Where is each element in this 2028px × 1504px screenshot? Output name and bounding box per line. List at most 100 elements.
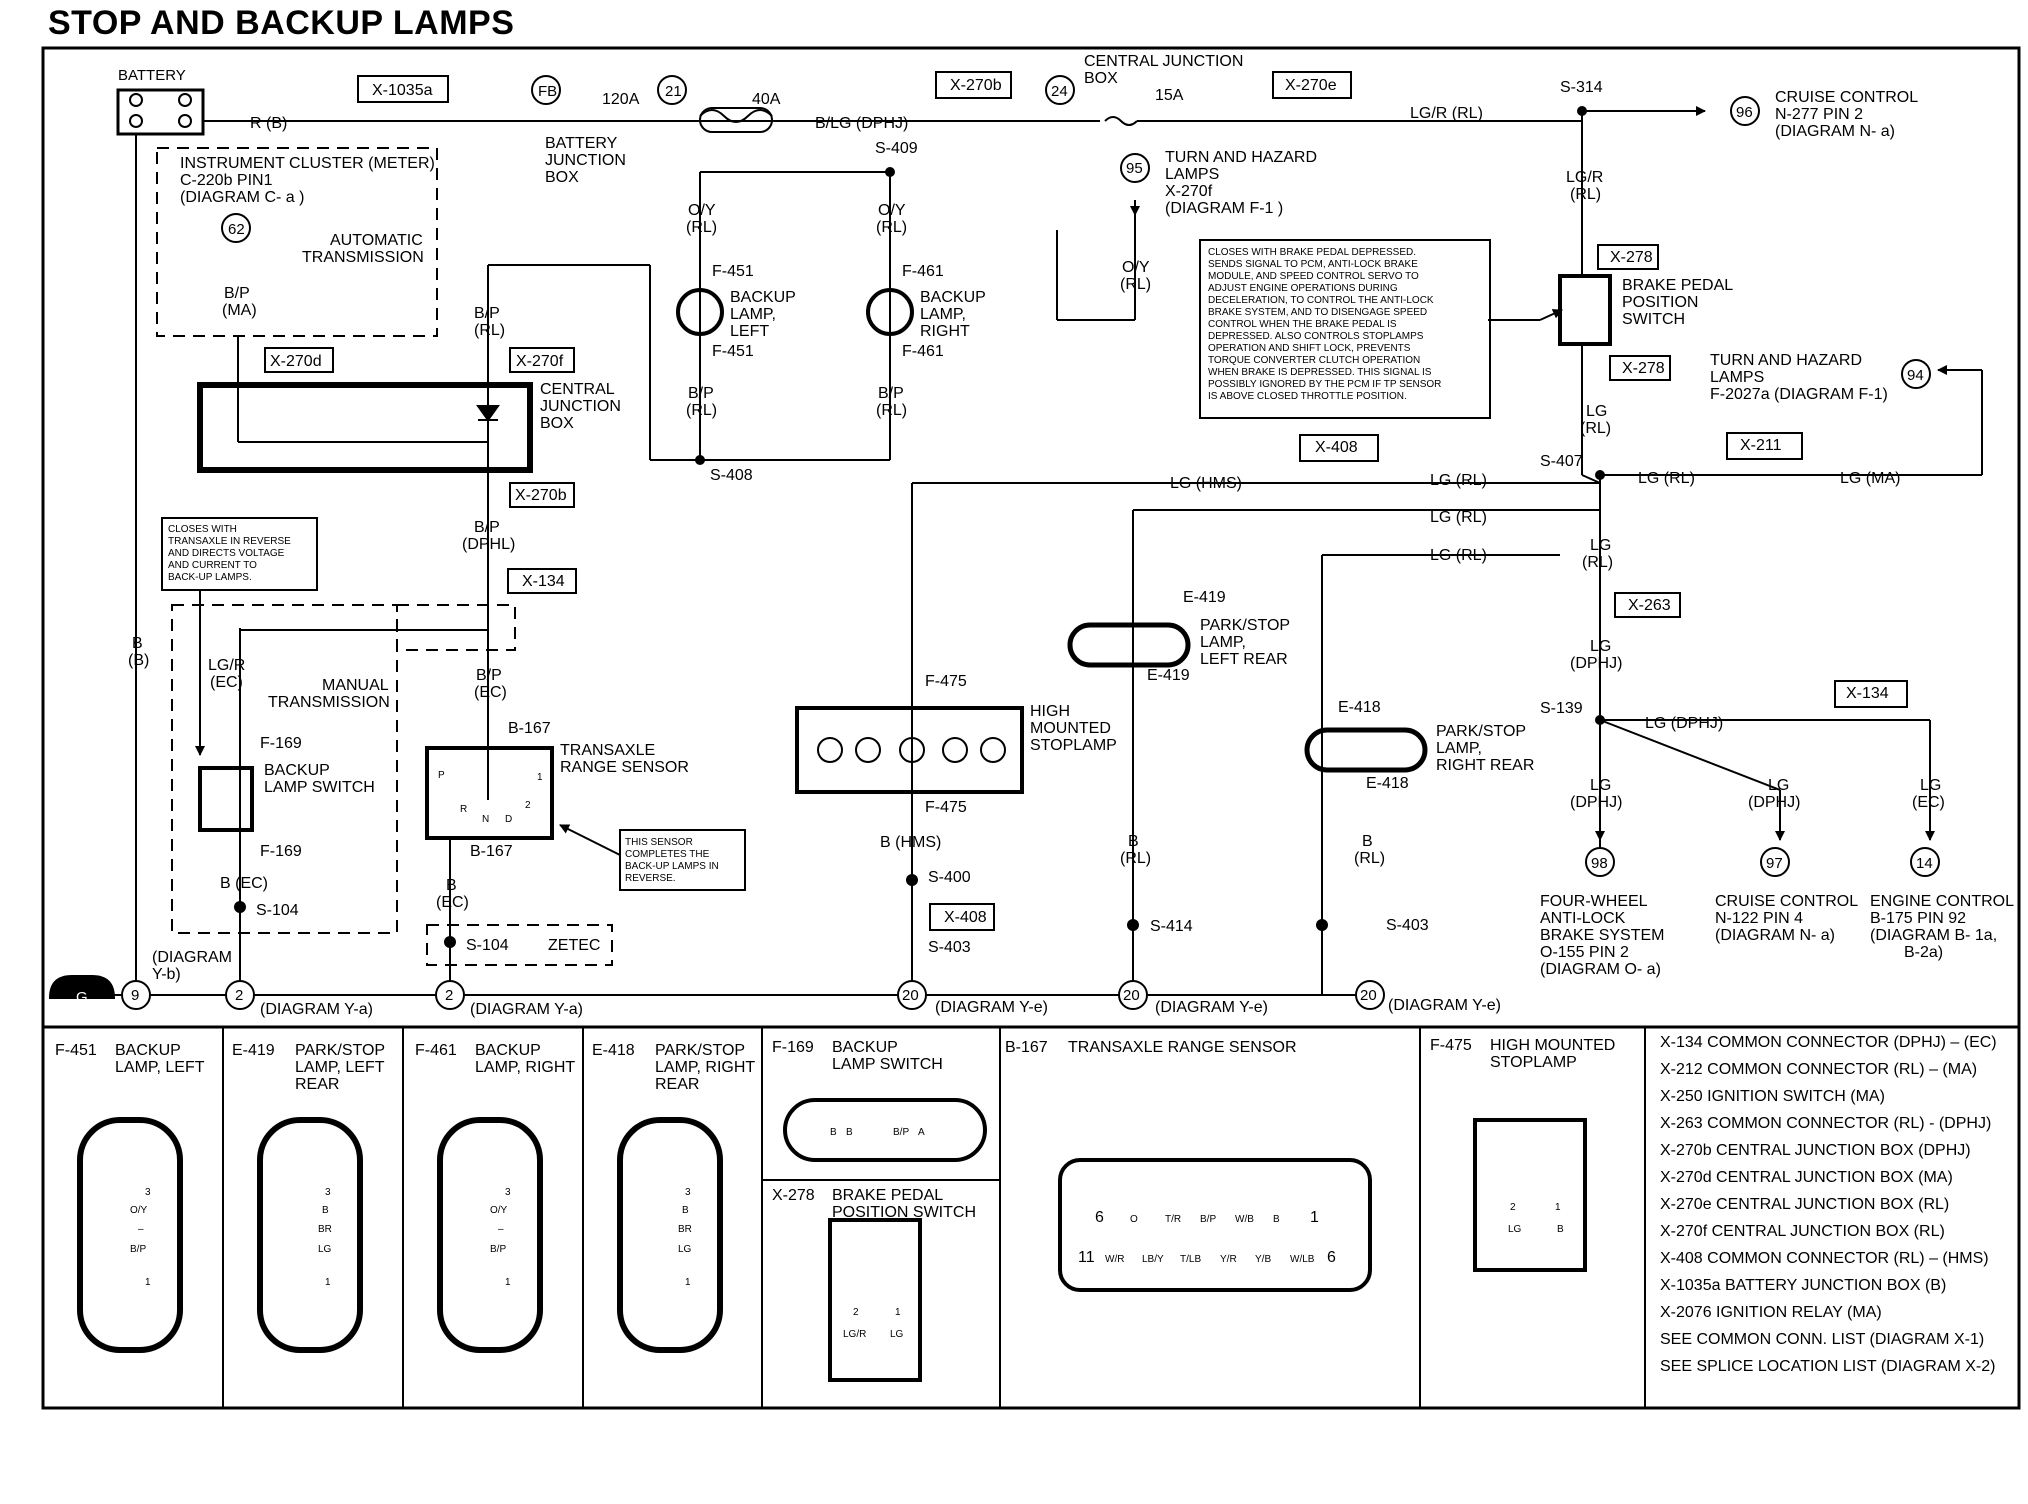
pin-f475-b: F-475 (925, 799, 967, 816)
f451-pin-oy: O/Y (130, 1205, 148, 1216)
ground-g-label: G (76, 989, 88, 1006)
splice-s403-b: S-403 (1386, 917, 1429, 934)
legend-e418-code: E-418 (592, 1042, 635, 1059)
ground-20-c: 20 (1360, 987, 1377, 1004)
wire-bp-rl3-2: (RL) (876, 402, 907, 419)
note-brake-10: TORQUE CONVERTER CLUTCH OPERATION (1208, 355, 1420, 366)
ground-2-a: 2 (235, 987, 243, 1004)
backup-lamp-left-symbol (676, 288, 724, 336)
range-pin-n: N (482, 814, 489, 825)
park-stop-left-3: LEFT REAR (1200, 651, 1288, 668)
high-mounted-stoplamp-symbol (795, 706, 1024, 794)
wire-bp-ec-2: (EC) (474, 684, 507, 701)
note-backup-4: AND CURRENT TO (168, 560, 257, 571)
conn-list-7: X-270e CENTRAL JUNCTION BOX (RL) (1660, 1196, 1949, 1213)
pin-f451-a: F-451 (712, 263, 754, 280)
instrument-cluster-2: C-220b PIN1 (180, 172, 273, 189)
x278-pin-2: 2 (853, 1307, 859, 1318)
legend-b167-bot-right: 6 (1327, 1249, 1336, 1266)
wire-bp-dphl-2: (DPHL) (462, 536, 515, 553)
circle-94: 94 (1907, 367, 1924, 384)
wire-bp-rl2-1: B/P (688, 385, 714, 402)
wire-lgr-ec-1: LG/R (208, 657, 245, 674)
note-brake-5: DECELERATION, TO CONTROL THE ANTI-LOCK (1208, 295, 1434, 306)
wire-bp-rl-2: (RL) (474, 322, 505, 339)
legend-f461-code: F-461 (415, 1042, 457, 1059)
pin-e418-a: E-418 (1338, 699, 1381, 716)
wire-lg-dphj3-1: LG (1590, 777, 1611, 794)
legend-f451-code: F-451 (55, 1042, 97, 1059)
diagram-frame (41, 46, 2021, 1410)
page-title: STOP AND BACKUP LAMPS (48, 4, 515, 42)
turn-hazard-top-2: LAMPS (1165, 166, 1219, 183)
battery-symbol (116, 88, 205, 136)
instrument-cluster-1: INSTRUMENT CLUSTER (METER) (180, 155, 435, 172)
central-jbox-top-2: BOX (1084, 70, 1118, 87)
legend-f169-name-1: BACKUP (832, 1039, 898, 1056)
wire-oy-rl-1: O/Y (688, 202, 716, 219)
splice-s407: S-407 (1540, 453, 1583, 470)
ground-20-a: 20 (902, 987, 919, 1004)
legend-b167-top-left: 6 (1095, 1209, 1104, 1226)
note-brake-2: SENDS SIGNAL TO PCM, ANTI-LOCK BRAKE (1208, 259, 1418, 270)
circle-21: 21 (665, 83, 682, 100)
brake-pedal-switch-3: SWITCH (1622, 311, 1685, 328)
splice-s314: S-314 (1560, 79, 1603, 96)
legend-f169-code: F-169 (772, 1039, 814, 1056)
note-sensor-3: BACK-UP LAMPS IN (625, 861, 719, 872)
f169-pin-b: B (846, 1127, 853, 1138)
fuse-120a: 120A (602, 91, 640, 108)
f451-pin-1: 1 (145, 1277, 151, 1288)
central-jbox-3: BOX (540, 415, 574, 432)
splice-s403: S-403 (928, 939, 971, 956)
connector-x134-b: X-134 (1846, 685, 1889, 702)
brake-pedal-switch-2: POSITION (1622, 294, 1698, 311)
legend-e419-name-3: REAR (295, 1076, 339, 1093)
note-brake-8: DEPRESSED. ALSO CONTROLS STOPLAMPS (1208, 331, 1424, 342)
abs-4: O-155 PIN 2 (1540, 944, 1629, 961)
conn-list-4: X-263 COMMON CONNECTOR (RL) - (DPHJ) (1660, 1115, 1991, 1132)
backup-lamp-right-2: LAMP, (920, 306, 966, 323)
conn-list-8: X-270f CENTRAL JUNCTION BOX (RL) (1660, 1223, 1945, 1240)
wire-lg-dphj4-2: (DPHJ) (1748, 794, 1800, 811)
conn-list-11: X-2076 IGNITION RELAY (MA) (1660, 1304, 1882, 1321)
range-pin-d: D (505, 814, 512, 825)
zetec-box (426, 924, 613, 966)
conn-list-12: SEE COMMON CONN. LIST (DIAGRAM X-1) (1660, 1331, 1984, 1348)
e418-pin-br: BR (678, 1224, 692, 1235)
wire-lg-dphj-2: (DPHJ) (1570, 655, 1622, 672)
legend-b167-top-right: 1 (1310, 1209, 1319, 1226)
wire-bp-rl-1: B/P (474, 305, 500, 322)
b167-top-pin-3: B/P (1200, 1214, 1216, 1225)
note-sensor-2: COMPLETES THE (625, 849, 710, 860)
wire-b-b-2: (B) (128, 652, 149, 669)
circle-97: 97 (1766, 855, 1783, 872)
turn-hazard-top-4: (DIAGRAM F-1 ) (1165, 200, 1283, 217)
backup-lamp-switch-symbol (198, 766, 254, 832)
note-brake-12: POSSIBLY IGNORED BY THE PCM IF TP SENSOR (1208, 379, 1441, 390)
conn-list-1: X-134 COMMON CONNECTOR (DPHJ) – (EC) (1660, 1034, 1997, 1051)
splice-s414: S-414 (1150, 918, 1193, 935)
brake-pedal-switch-symbol (1558, 274, 1612, 346)
transaxle-range-sensor-1: TRANSAXLE (560, 742, 655, 759)
range-pin-1: 1 (537, 772, 543, 783)
hms-3: STOPLAMP (1030, 737, 1117, 754)
note-brake-6: BRAKE SYSTEM, AND TO DISENGAGE SPEED (1208, 307, 1427, 318)
wire-lgr-ec-2: (EC) (210, 674, 243, 691)
legend-f475-name-2: STOPLAMP (1490, 1054, 1577, 1071)
hms-1: HIGH (1030, 703, 1070, 720)
f169-pin-b-label: B (830, 1127, 837, 1138)
turn-hazard-right-1: TURN AND HAZARD (1710, 352, 1862, 369)
backup-lamp-right-3: RIGHT (920, 323, 970, 340)
diagram-ref-ye3: (DIAGRAM Y-e) (1388, 997, 1501, 1014)
abs-5: (DIAGRAM O- a) (1540, 961, 1661, 978)
connector-x270b: X-270b (950, 77, 1002, 94)
park-stop-right-1: PARK/STOP (1436, 723, 1526, 740)
x278-pin-lgr: LG/R (843, 1329, 866, 1340)
b167-bot-pin-6: W/LB (1290, 1254, 1315, 1265)
wire-lg-dphj4-1: LG (1768, 777, 1789, 794)
manual-transmission-2: TRANSMISSION (268, 694, 390, 711)
cruise-bottom-2: N-122 PIN 4 (1715, 910, 1803, 927)
turn-hazard-right-3: F-2027a (DIAGRAM F-1) (1710, 386, 1888, 403)
park-stop-left-2: LAMP, (1200, 634, 1246, 651)
